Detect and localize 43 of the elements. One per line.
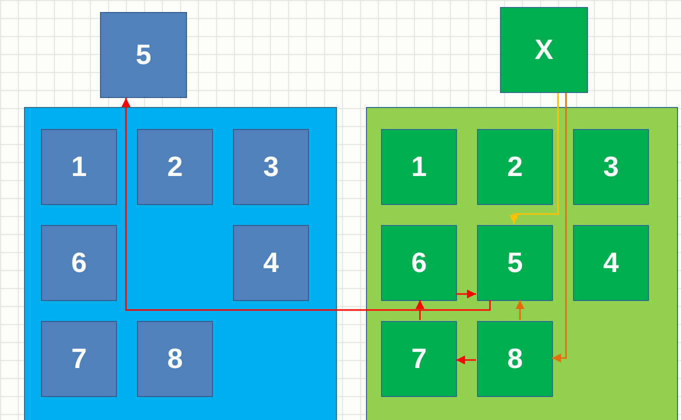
arrow [516, 300, 524, 320]
tile-number: 2 [167, 153, 183, 181]
number-tile [477, 321, 553, 397]
tile-number: 3 [603, 153, 619, 181]
tile-number: 6 [411, 249, 427, 277]
tile-number: 1 [411, 153, 427, 181]
tile-number: 4 [603, 249, 619, 277]
number-tile [573, 225, 649, 301]
arrow [415, 300, 424, 320]
panel [24, 107, 337, 420]
number-tile [41, 321, 117, 397]
tile-number: 4 [263, 249, 279, 277]
tile-number: 7 [411, 345, 427, 373]
arrow [552, 93, 567, 362]
tile-number: 2 [507, 153, 523, 181]
tile-number: 5 [136, 41, 152, 69]
number-tile [233, 225, 309, 301]
number-tile [381, 129, 457, 205]
panel [366, 107, 678, 420]
number-tile [573, 129, 649, 205]
number-tile [381, 225, 457, 301]
number-tile [381, 321, 457, 397]
number-tile [41, 129, 117, 205]
arrow [456, 355, 476, 364]
arrow [510, 93, 559, 224]
arrow [122, 98, 491, 311]
number-tile [137, 321, 213, 397]
arrow [456, 290, 476, 298]
tile-number: 1 [71, 153, 87, 181]
tile-number: 5 [507, 249, 523, 277]
tile-number: 3 [263, 153, 279, 181]
tile-number: 8 [507, 345, 523, 373]
number-tile [477, 225, 553, 301]
tile-number: 8 [167, 345, 183, 373]
number-tile [233, 129, 309, 205]
number-tile [500, 7, 588, 93]
number-tile [41, 225, 117, 301]
number-tile [137, 129, 213, 205]
number-tile [477, 129, 553, 205]
number-tile [100, 12, 187, 98]
tile-number: X [534, 36, 554, 64]
tile-number: 6 [71, 249, 87, 277]
tile-number: 7 [71, 345, 87, 373]
